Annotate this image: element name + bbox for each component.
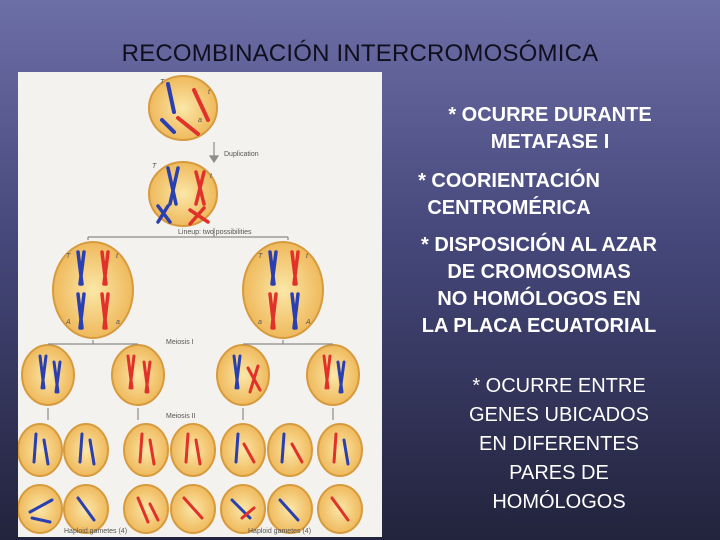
chromosomes-initial: [160, 82, 210, 136]
bullet-random-arrangement: * DISPOSICIÓN AL AZAR DE CROMOSOMAS NO H…: [382, 232, 696, 340]
svg-text:T: T: [258, 253, 263, 260]
svg-text:a: a: [258, 319, 262, 326]
svg-text:T: T: [66, 253, 71, 260]
chromosomes-meiosis2: [32, 432, 350, 466]
cell-m2-6: [267, 423, 313, 477]
bullet-line: * OCURRE ENTRE: [472, 375, 646, 397]
label-meiosis2: Meiosis II: [166, 413, 196, 420]
svg-text:t: t: [210, 173, 213, 180]
bullet-line: GENES UBICADOS: [468, 404, 650, 426]
cell-m2-4: [170, 423, 216, 477]
chromosomes-lineup-right: [268, 250, 300, 330]
label-gametes-left: Haploid gametes (4): [64, 528, 127, 535]
bullet-line: EN DIFERENTES: [478, 433, 640, 455]
bullet-line: METAFASE I: [490, 131, 610, 153]
meiosis-svg: T t a T t T t A a T t a A Duplication Li…: [18, 75, 363, 535]
meiosis-diagram: T t a T t T t A a T t a A Duplication Li…: [18, 72, 382, 537]
cell-m2-3: [123, 423, 169, 477]
cell-m1-2: [111, 344, 165, 406]
bullet-line: NO HOMÓLOGOS EN: [437, 288, 641, 310]
cell-lineup-left: [52, 241, 134, 339]
cell-duplicated: [148, 161, 218, 227]
cell-g-3: [123, 484, 169, 534]
bullet-line: * DISPOSICIÓN AL AZAR: [421, 234, 657, 256]
bullet-line: CENTROMÉRICA: [427, 197, 591, 219]
label-duplication: Duplication: [224, 151, 259, 158]
bullet-coorientation: * COORIENTACIÓN CENTROMÉRICA: [382, 168, 636, 222]
svg-text:T: T: [152, 163, 157, 170]
bullet-line: PARES DE: [509, 462, 609, 484]
cell-m1-1: [21, 344, 75, 406]
chromosomes-gametes: [28, 496, 350, 524]
bullet-between-genes: * OCURRE ENTRE GENES UBICADOS EN DIFEREN…: [430, 372, 688, 517]
bullet-line: HOMÓLOGOS: [492, 491, 626, 513]
bullet-line: DE CROMOSOMAS: [447, 261, 631, 283]
cell-m1-3: [216, 344, 270, 406]
label-lineup: Lineup: two possibilities: [178, 229, 252, 236]
svg-text:A: A: [65, 319, 71, 326]
label-meiosis1: Meiosis I: [166, 339, 194, 346]
cell-g-1: [18, 484, 63, 534]
svg-text:t: t: [208, 89, 211, 96]
bullet-line: * OCURRE DURANTE: [448, 104, 652, 126]
cell-m2-5: [220, 423, 266, 477]
cell-m2-7: [317, 423, 363, 477]
chromosomes-lineup-left: [76, 250, 110, 330]
svg-text:a: a: [198, 117, 202, 124]
cell-lineup-right: [242, 241, 324, 339]
svg-text:t: t: [306, 253, 309, 260]
gene-letters: T t a T t T t A a T t a A: [65, 79, 311, 326]
chromosomes-meiosis1: [38, 354, 346, 394]
cell-m2-1: [18, 423, 63, 477]
bullet-line: * COORIENTACIÓN: [418, 170, 600, 192]
bullet-line: LA PLACA ECUATORIAL: [421, 315, 657, 337]
arrows: [47, 142, 334, 420]
svg-text:A: A: [305, 319, 311, 326]
chromosomes-duplicated: [156, 166, 210, 226]
label-gametes-right: Haploid gametes (4): [248, 528, 311, 535]
bullet-metaphase: * OCURRE DURANTE METAFASE I: [382, 102, 718, 156]
cell-m2-2: [63, 423, 109, 477]
svg-text:T: T: [160, 79, 165, 86]
svg-text:t: t: [116, 253, 119, 260]
slide-title: RECOMBINACIÓN INTERCROMOSÓMICA: [121, 40, 599, 67]
cell-m1-4: [306, 344, 360, 406]
svg-text:a: a: [116, 319, 120, 326]
